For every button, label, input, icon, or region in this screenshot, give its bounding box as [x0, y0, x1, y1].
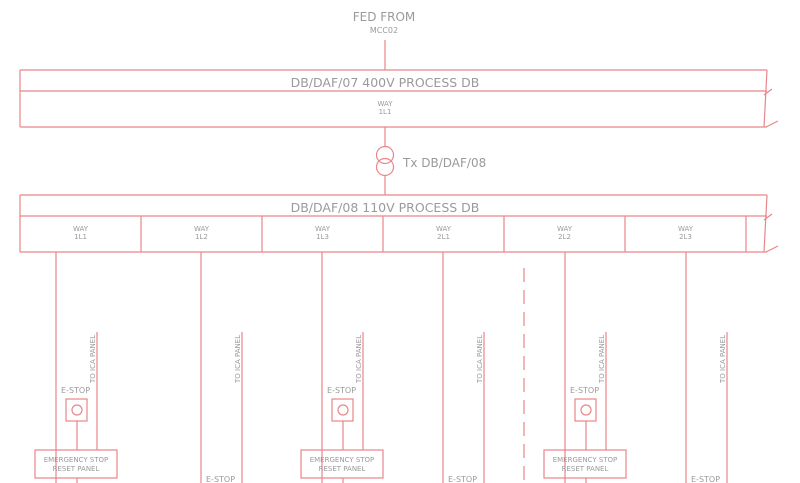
- way-label: WAY: [678, 225, 694, 233]
- feed-source: MCC02: [370, 26, 398, 35]
- reset-panel-line2: RESET PANEL: [53, 465, 100, 473]
- db1-panel: DB/DAF/07 400V PROCESS DB WAY 1L1: [19, 69, 779, 128]
- db2-panel: DB/DAF/08 110V PROCESS DB WAY1L1WAY1L2WA…: [19, 194, 779, 253]
- feed-label: FED FROM: [353, 10, 416, 24]
- estop-circle-icon: [580, 404, 592, 416]
- way-id: 2L1: [437, 233, 450, 241]
- db2-title: DB/DAF/08 110V PROCESS DB: [291, 200, 480, 215]
- estop-label: E-STOP: [691, 475, 720, 483]
- transformer-icon: [375, 145, 395, 177]
- db1-way-id: 1L1: [379, 108, 392, 116]
- db1-way-label: WAY: [377, 100, 393, 108]
- way-label: WAY: [557, 225, 573, 233]
- ica-label: TO ICA PANEL: [89, 335, 97, 384]
- ica-label: TO ICA PANEL: [598, 335, 606, 384]
- way-label: WAY: [194, 225, 210, 233]
- estop-circle-icon: [337, 404, 349, 416]
- reset-panel-line1: EMERGENCY STOP: [310, 456, 375, 464]
- estop-label: E-STOP: [61, 386, 90, 395]
- transformer-label: Tx DB/DAF/08: [402, 156, 486, 170]
- ica-label: TO ICA PANEL: [234, 335, 242, 384]
- reset-panel-line2: RESET PANEL: [562, 465, 609, 473]
- estop-button-icon: [65, 398, 88, 422]
- reset-panel: [543, 449, 627, 479]
- reset-panel-line1: EMERGENCY STOP: [44, 456, 109, 464]
- circuit-4: TO ICA PANEL E-STOP: [442, 252, 485, 483]
- reset-panel-line1: EMERGENCY STOP: [553, 456, 618, 464]
- circuit-2: TO ICA PANEL E-STOP: [200, 252, 243, 483]
- estop-circle-icon: [71, 404, 83, 416]
- estop-button-icon: [331, 398, 354, 422]
- reset-panel-line2: RESET PANEL: [319, 465, 366, 473]
- reset-panel: [34, 449, 118, 479]
- way-id: 2L2: [558, 233, 571, 241]
- circuit-6: TO ICA PANEL E-STOP: [685, 252, 728, 483]
- way-id: 2L3: [679, 233, 692, 241]
- way-label: WAY: [315, 225, 331, 233]
- ica-label: TO ICA PANEL: [355, 335, 363, 384]
- way-label: WAY: [73, 225, 89, 233]
- way-id: 1L2: [195, 233, 208, 241]
- way-id: 1L3: [316, 233, 329, 241]
- estop-label: E-STOP: [448, 475, 477, 483]
- way-id: 1L1: [74, 233, 87, 241]
- estop-label: E-STOP: [570, 386, 599, 395]
- db1-title: DB/DAF/07 400V PROCESS DB: [291, 75, 480, 90]
- way-label: WAY: [436, 225, 452, 233]
- estop-label: E-STOP: [327, 386, 356, 395]
- ica-label: TO ICA PANEL: [719, 335, 727, 384]
- ica-label: TO ICA PANEL: [476, 335, 484, 384]
- reset-panel: [300, 449, 384, 479]
- estop-label: E-STOP: [206, 475, 235, 483]
- estop-button-icon: [574, 398, 597, 422]
